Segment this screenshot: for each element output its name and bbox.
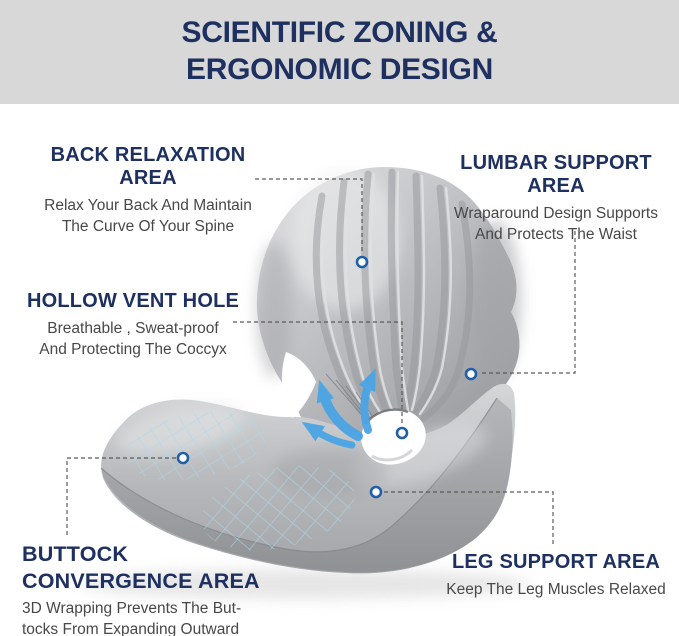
backrest-seat-gap <box>281 352 316 418</box>
leader-hollow <box>233 321 403 424</box>
callout-leg-desc-line1: Keep The Leg Muscles Relaxed <box>446 581 666 598</box>
callout-dot-lumbar <box>464 367 478 381</box>
callout-buttock-desc-line2: tocks From Expanding Outward <box>22 621 240 636</box>
callout-back-desc-line1: Relax Your Back And Maintain <box>44 197 252 214</box>
callout-lumbar-support: LUMBAR SUPPORT AREA Wraparound Design Su… <box>436 152 676 245</box>
callout-buttock-desc-line1: 3D Wrapping Prevents The But- <box>22 600 242 617</box>
callout-lumbar-desc-line2: And Protects The Waist <box>475 226 637 243</box>
callout-dot-hollow <box>395 426 409 440</box>
callout-dot-buttock <box>176 451 190 465</box>
airflow-arrow-upleft-icon <box>316 379 363 441</box>
airflow-arrows-icon <box>301 368 376 449</box>
callout-lumbar-desc-line1: Wraparound Design Supports <box>454 205 658 222</box>
callout-buttock-convergence: BUTTOCK CONVERGENCE AREA 3D Wrapping Pre… <box>22 541 282 636</box>
vent-hole <box>361 408 426 465</box>
callout-hollow-desc-line1: Breathable , Sweat-proof <box>47 320 219 337</box>
callout-back-relaxation: BACK RELAXATION AREA Relax Your Back And… <box>28 144 268 237</box>
header-banner: SCIENTIFIC ZONING & ERGONOMIC DESIGN <box>0 0 679 104</box>
page-title-line1: SCIENTIFIC ZONING & <box>181 16 498 49</box>
callout-dot-leg <box>369 485 383 499</box>
callout-back-desc-line2: The Curve Of Your Spine <box>61 218 235 235</box>
callout-hollow-title: HOLLOW VENT HOLE <box>26 290 240 312</box>
backrest <box>256 166 521 449</box>
callout-leg-support: LEG SUPPORT AREA Keep The Leg Muscles Re… <box>446 551 666 600</box>
leader-lumbar <box>479 231 576 374</box>
callout-back-title: BACK RELAXATION AREA <box>50 144 246 189</box>
callout-dots <box>176 255 478 499</box>
page-title: SCIENTIFIC ZONING & ERGONOMIC DESIGN <box>0 0 679 88</box>
leader-lines <box>66 178 576 546</box>
leader-leg <box>384 491 554 546</box>
callout-leg-title: LEG SUPPORT AREA <box>451 551 661 573</box>
callout-buttock-title-line1: BUTTOCK <box>22 542 129 566</box>
cushion-shadow <box>80 569 530 599</box>
mesh-grid <box>123 412 355 551</box>
page-title-line2: ERGONOMIC DESIGN <box>186 53 493 86</box>
leader-buttock <box>66 457 176 538</box>
callout-dot-back <box>355 255 369 269</box>
callout-hollow-vent: HOLLOW VENT HOLE Breathable , Sweat-proo… <box>18 290 248 360</box>
callout-buttock-title: BUTTOCK CONVERGENCE AREA <box>22 541 282 594</box>
callout-buttock-title-line2: CONVERGENCE AREA <box>22 568 260 593</box>
callout-hollow-desc-line2: And Protecting The Coccyx <box>39 341 227 358</box>
callout-lumbar-title: LUMBAR SUPPORT AREA <box>460 152 652 197</box>
airflow-arrow-up-icon <box>358 368 376 434</box>
airflow-arrow-left-icon <box>301 421 356 449</box>
leader-back <box>255 178 363 254</box>
